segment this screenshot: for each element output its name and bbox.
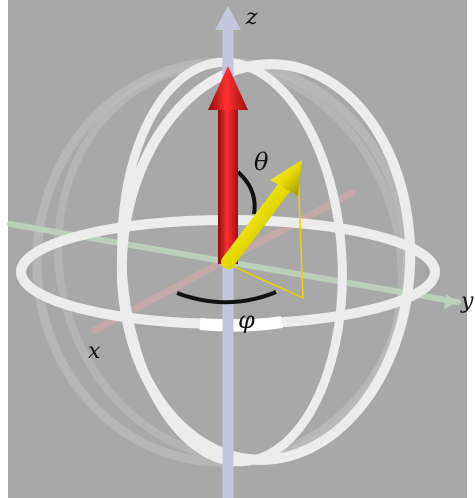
z-axis-label: z xyxy=(245,5,258,30)
x-axis-label: x xyxy=(88,339,101,364)
y-axis-arrowhead xyxy=(444,294,458,309)
equator-front-highlight xyxy=(199,316,283,332)
phi-label: φ xyxy=(238,306,255,334)
theta-label: θ xyxy=(254,148,269,176)
z-arrow-icon xyxy=(208,66,248,264)
left-meridian-ring xyxy=(117,57,347,467)
phi-angle-arc xyxy=(176,290,277,305)
projection-lines xyxy=(227,169,304,300)
y-axis-label: y xyxy=(460,289,474,314)
theta-angle-arc xyxy=(236,170,257,215)
state-vector-arrow-icon xyxy=(221,160,302,269)
z-axis-arrowhead xyxy=(215,6,241,30)
